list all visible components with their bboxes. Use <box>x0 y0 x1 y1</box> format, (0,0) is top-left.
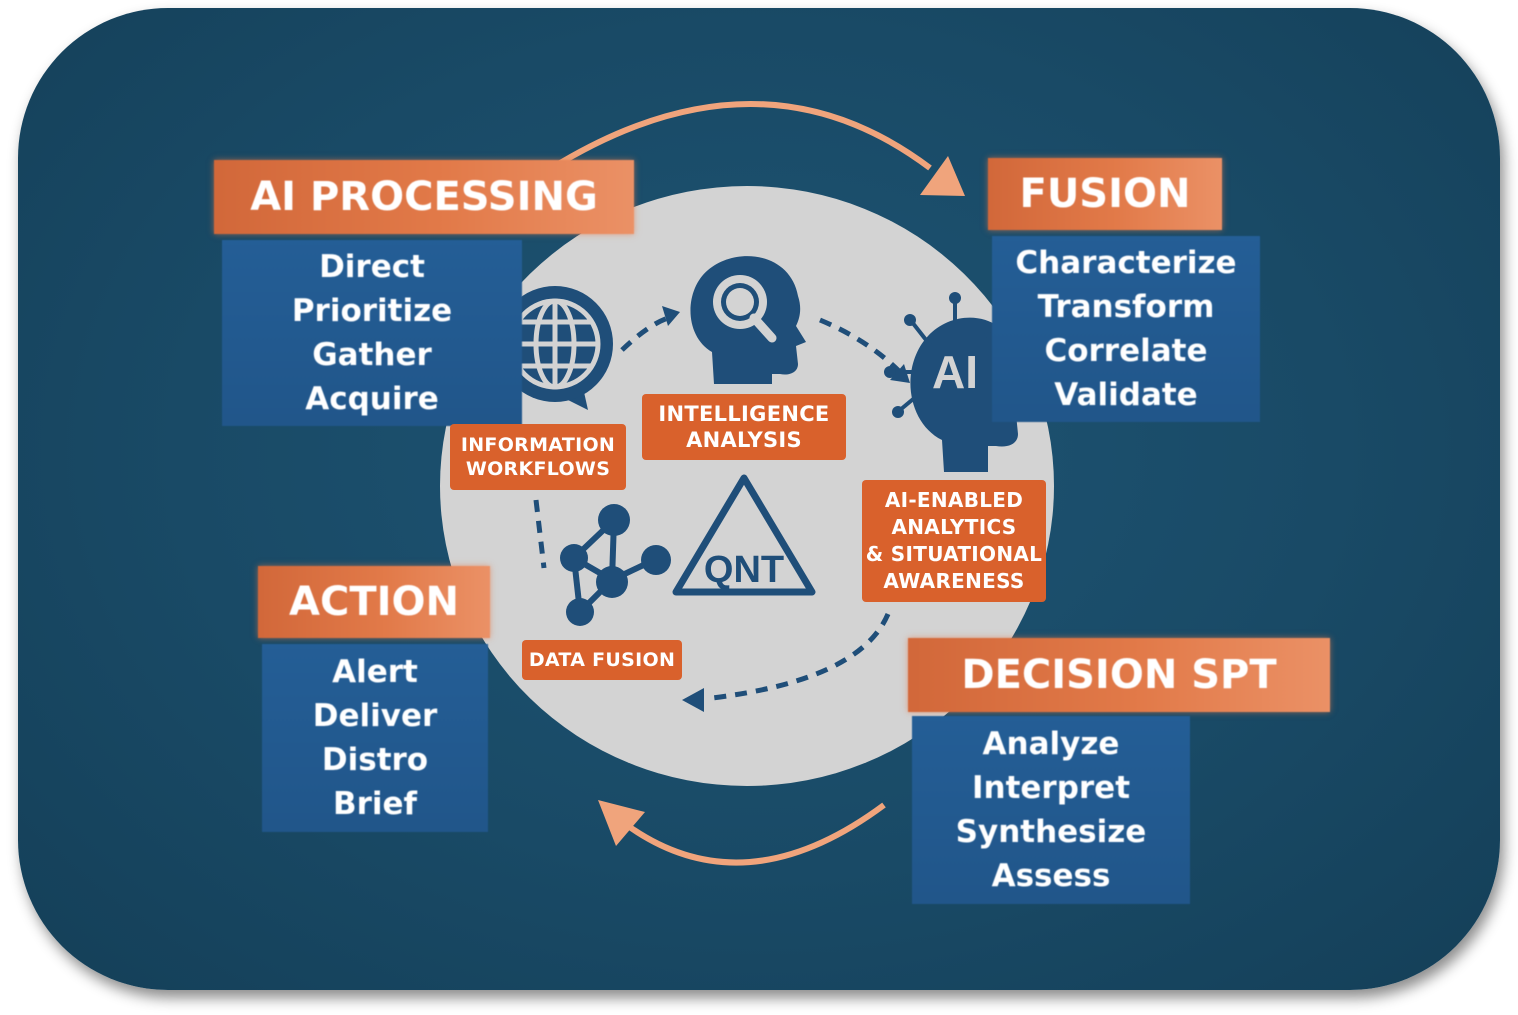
ai-head-label: AI <box>932 346 978 398</box>
tag-line: & SITUATIONAL <box>865 542 1043 566</box>
list-item: Characterize <box>1015 245 1237 281</box>
list-item: Alert <box>332 654 418 690</box>
list-item: Interpret <box>971 770 1131 806</box>
tag-line: AWARENESS <box>883 569 1025 593</box>
decision-title: DECISION SPT <box>961 652 1277 698</box>
outer-arrow-top <box>550 101 965 196</box>
list-item: Acquire <box>305 381 439 417</box>
list-item: Correlate <box>1044 333 1208 369</box>
list-item: Deliver <box>312 698 438 734</box>
list-item: Prioritize <box>291 293 453 329</box>
list-item: Distro <box>321 742 429 778</box>
dashed-arrow-info-to-intel <box>620 306 680 352</box>
ai-analytics-tag: AI-ENABLED ANALYTICS & SITUATIONAL AWARE… <box>862 480 1046 602</box>
action-list: Alert Deliver Distro Brief <box>262 644 488 832</box>
qnt-label: QNT <box>704 549 784 591</box>
list-item: Transform <box>1037 289 1215 325</box>
list-item: Synthesize <box>955 814 1147 850</box>
list-item: Gather <box>312 337 432 373</box>
data-fusion-tag: DATA FUSION <box>522 640 682 680</box>
action-title: ACTION <box>289 579 459 625</box>
qnt-triangle-icon: QNT <box>672 474 816 596</box>
action-header: ACTION <box>258 566 490 638</box>
tag-line: INFORMATION <box>460 434 616 456</box>
list-item: Brief <box>332 786 418 822</box>
list-item: Direct <box>319 249 425 285</box>
tag-line: DATA FUSION <box>528 649 676 671</box>
dashed-line-info-to-fusion <box>533 499 547 569</box>
tag-line: WORKFLOWS <box>465 458 611 480</box>
outer-arrow-bottom <box>598 800 886 866</box>
decision-list: Analyze Interpret Synthesize Assess <box>912 716 1190 904</box>
fusion-list: Characterize Transform Correlate Validat… <box>992 236 1260 422</box>
globe-chat-icon <box>497 286 613 410</box>
tag-line: AI-ENABLED <box>884 488 1024 512</box>
tag-line: INTELLIGENCE <box>658 402 830 426</box>
list-item: Analyze <box>982 726 1120 762</box>
ai-processing-title: AI PROCESSING <box>250 174 598 220</box>
information-workflows-tag: INFORMATION WORKFLOWS <box>450 424 626 490</box>
fusion-header: FUSION <box>988 158 1222 230</box>
intelligence-analysis-tag: INTELLIGENCE ANALYSIS <box>642 394 846 460</box>
list-item: Validate <box>1054 377 1198 413</box>
fusion-title: FUSION <box>1019 171 1191 217</box>
ai-processing-list: Direct Prioritize Gather Acquire <box>222 240 522 426</box>
ai-processing-header: AI PROCESSING <box>214 160 634 234</box>
list-item: Assess <box>991 858 1111 894</box>
decision-header: DECISION SPT <box>908 638 1330 712</box>
head-magnifier-icon <box>690 256 806 384</box>
tag-line: ANALYSIS <box>686 428 802 452</box>
tag-line: ANALYTICS <box>891 515 1017 539</box>
dashed-arrow-ai-to-fusion <box>682 613 891 712</box>
